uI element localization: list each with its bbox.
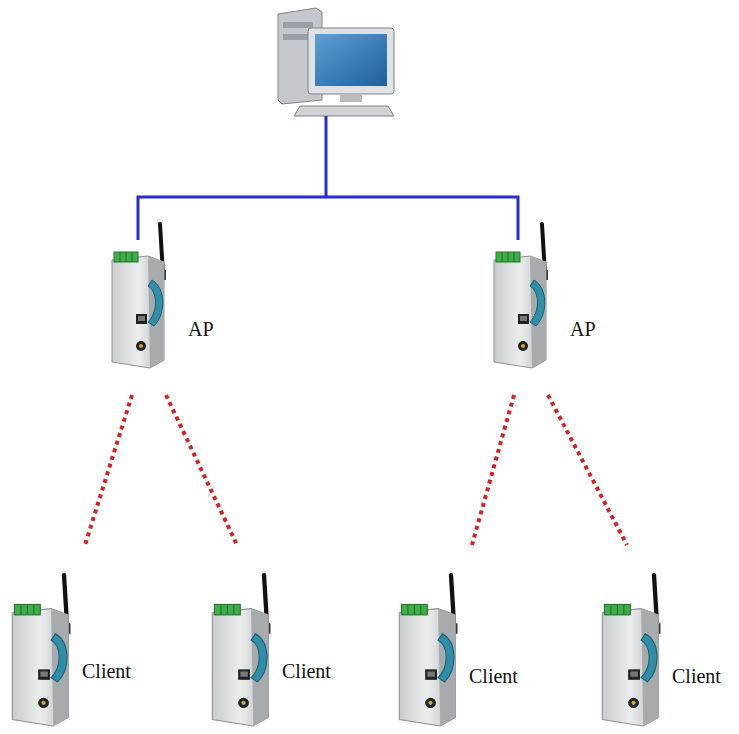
device-label: Client	[672, 666, 721, 686]
wireless-link	[166, 395, 237, 545]
device-icon	[395, 573, 465, 728]
wired-link	[325, 116, 328, 197]
device-icon	[108, 222, 173, 370]
network-device: AP	[100, 222, 240, 395]
network-device: Client	[392, 545, 542, 730]
device-label: Client	[82, 661, 131, 681]
network-device: Client	[595, 545, 735, 730]
network-device: Client	[205, 545, 355, 730]
device-icon	[208, 573, 278, 728]
device-icon	[598, 573, 668, 728]
wireless-link	[472, 395, 514, 545]
computer-icon	[278, 8, 394, 116]
device-icon	[8, 573, 78, 728]
network-device: Client	[5, 545, 155, 730]
device-label: AP	[570, 319, 596, 339]
wireless-link	[548, 395, 627, 545]
device-icon	[490, 222, 555, 370]
wireless-link	[85, 395, 132, 545]
wired-link	[138, 197, 518, 240]
device-label: Client	[282, 661, 331, 681]
device-label: AP	[188, 319, 214, 339]
network-device: AP	[482, 222, 622, 395]
device-label: Client	[469, 666, 518, 686]
